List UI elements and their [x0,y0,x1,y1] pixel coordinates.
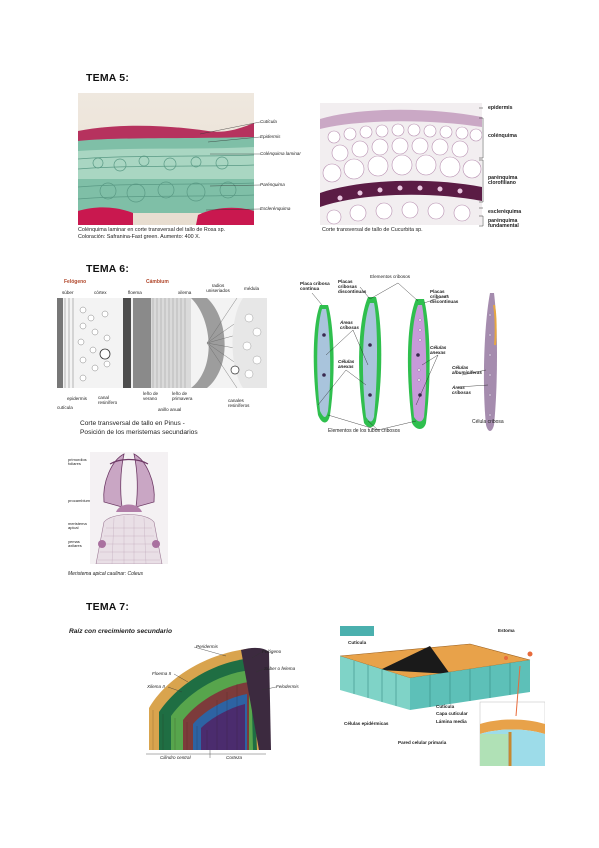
label-medula: médula [244,286,260,291]
root-secondary-growth-image [145,640,275,750]
pinus-caption: Corte transversal de tallo en Pinus - Po… [80,420,198,437]
label-canal-resinifero: canal resinífero [98,395,118,405]
label-epidermis: Epidermis [260,134,281,139]
label-estoma: Estoma [498,628,515,633]
label-celulas-epidermicas: Células epidérmicas [344,721,389,726]
coleus-caption: Meristema apical caulinar: Coleus [68,571,144,577]
cucurbita-bracket [479,107,484,227]
sieve-tube-elements-image [298,275,524,440]
label-placa-cribosa-continua: Placa cribosa contínua [300,281,330,291]
pinus-caption-line1: Corte transversal de tallo en Pinus - [80,420,185,427]
pinus-stem-image [57,298,267,388]
label-colenquima: colénquima [488,133,517,139]
label-anillo-anual: anillo anual [158,407,182,412]
epidermis-cuticle-image [340,626,545,766]
label-cuticula-inset: Cutícula [436,704,455,709]
cucurbita-stem-image [320,103,482,225]
label-capa-cuticular: Capa cuticular [436,711,468,716]
label-cuticula-pinus: cutícula [57,405,73,410]
root-figure-title: Raíz con crecimiento secundario [69,628,172,635]
tema6-heading: TEMA 6: [86,263,130,275]
label-epidermis-pinus: epidermis [67,396,87,401]
label-leno-primavera: leño de primavera [172,391,193,401]
label-esclerenquima: Esclerénquima [260,206,291,211]
label-parenquima-fundamental: parénquima fundamental [488,218,519,230]
label-floema-ii: Floema II [152,671,172,676]
label-colenquima-laminar: Colénquima laminar [260,151,301,156]
label-cuticula: Cutícula [260,119,277,124]
label-esclerequima: escleréquima [488,209,522,215]
label-cilindro-central: Cilindro central [160,755,191,760]
label-cortex: córtex [94,290,107,295]
label-primordios-foliares: primordios foliares [68,457,87,467]
sieve-caption: Elementos de los tubos cribosos [328,428,400,434]
label-suber: súber [62,290,74,295]
cucurbita-caption: Corte transversal de tallo de Cucurbita … [322,227,423,233]
label-xilema-ii: Xilema II [147,684,165,689]
label-pared-celular-primaria: Pared celular primaria [398,740,447,745]
label-suber-felema: Súber o felema [264,666,296,671]
rosa-caption-line1: Colénquima laminar en corte transversal … [78,227,226,233]
rosa-caption-line2: Coloración: Safranina-Fast green. Aument… [78,233,201,240]
label-procambium: procambium [68,498,91,503]
rosa-collenchyma-image [78,93,254,225]
label-leno-verano: leño de verano [143,391,159,401]
label-areas-cribosas-2: Áreas cribosas [452,385,471,395]
fig1-leader-lines [200,121,261,211]
label-xilema: xilema [178,290,192,295]
label-epidermis-cucurbita: epidermis [488,105,513,111]
pinus-caption-line2: Posición de los meristemas secundarios [80,428,198,436]
label-celulas-anexas-2: Células anexas [430,345,447,355]
label-felodermis: Felodermis [276,684,299,689]
label-elementos-cribosos: Elementos cribosos [370,274,411,279]
root-leader-lines [146,646,277,758]
label-placas-cribosas-discontinuas-1: Placas cribosas discontinuas [338,279,367,294]
coleus-meristem-image [90,452,168,564]
label-radios-uniseriados: radios uniseriados [206,283,230,293]
label-placas-cribosas-discontinuas-2: Placas cribosas discontinuas [430,289,459,304]
tema7-heading: TEMA 7: [86,601,130,613]
label-felogeno-root: Felógeno [262,649,282,654]
label-canales-resiniferos: canales resiníferos [228,398,250,408]
tema5-heading: TEMA 5: [86,72,130,84]
label-felogeno: Felógeno [64,279,87,285]
label-areas-cribosas-1: Áreas cribosas [340,320,359,330]
label-yemas-axilares: yemas axilares [68,539,82,549]
label-cambium: Cámbium [146,279,169,285]
label-celulas-albuminiferas: Células albuminíferas [452,365,482,375]
label-floema: floema [128,290,142,295]
label-cuticula-top: Cutícula [348,640,367,645]
label-meristema-apical: meristema apical [68,521,87,531]
label-peridermis: Peridermis [196,644,218,649]
label-parenquima-clorofiliano: parénquima clorofiliano [488,175,518,187]
label-celula-cribosa: Célula cribosa [472,419,504,425]
label-celulas-anexas-1: Células anexas [338,359,355,369]
label-lamina-media: Lámina media [436,719,467,724]
rosa-caption: Colénquima laminar en corte transversal … [78,227,268,241]
label-corteza: Corteza [226,755,243,760]
label-parenquima: Parénquima [260,182,285,187]
